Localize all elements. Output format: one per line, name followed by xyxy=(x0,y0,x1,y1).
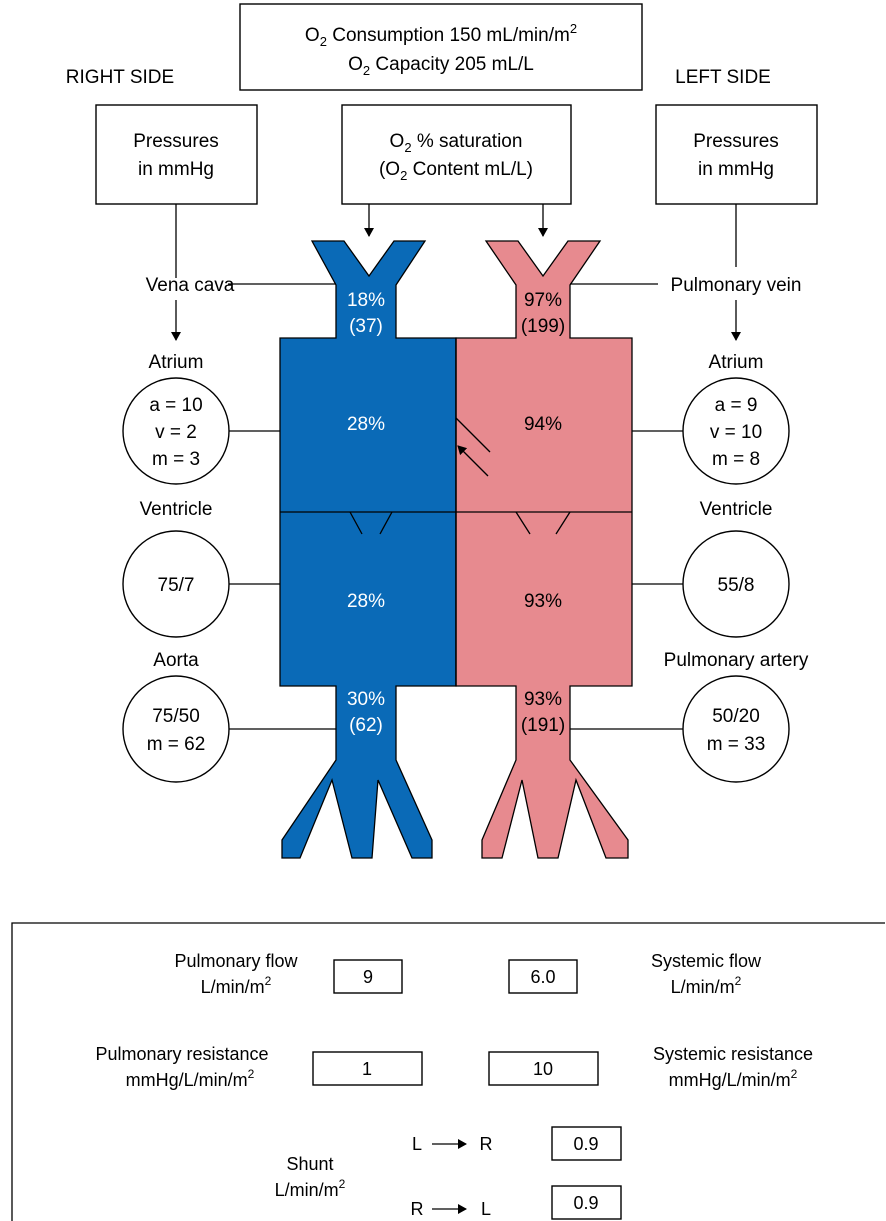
vena-cava-label: Vena cava xyxy=(146,275,235,296)
right-atrium-saturation: 28% xyxy=(347,414,385,435)
right-atrium-v-wave: v = 2 xyxy=(155,422,197,443)
shunt-unit: L/min/m2 xyxy=(275,1177,346,1200)
shunt-lr-value: 0.9 xyxy=(573,1134,598,1154)
aorta-mean: m = 62 xyxy=(147,734,206,755)
aorta-pressure: 75/50 xyxy=(152,706,200,727)
right-atrium-a-wave: a = 10 xyxy=(149,395,202,416)
right-ventricle-label: Ventricle xyxy=(140,499,213,520)
pulmonary-artery-label: Pulmonary artery xyxy=(664,650,809,671)
shunt-rl-to: L xyxy=(481,1199,491,1219)
vena-cava-saturation: 18% xyxy=(347,290,385,311)
aorta-saturation: 30% xyxy=(347,689,385,710)
shunt-arrow-left-to-right xyxy=(457,445,489,477)
right-heart-chambers xyxy=(279,240,457,859)
pulmonary-resistance-value-box xyxy=(312,1051,423,1086)
left-atrium-mean: m = 8 xyxy=(712,449,760,470)
left-side-label: LEFT SIDE xyxy=(675,67,771,88)
right-atrium-label: Atrium xyxy=(149,352,204,373)
systemic-resistance-value: 10 xyxy=(533,1059,553,1079)
aorta-pressure-circle xyxy=(122,675,230,783)
oxygen-header-box xyxy=(239,3,643,91)
pulmonary-artery-pressure: 50/20 xyxy=(712,706,760,727)
pulmonary-flow-value: 9 xyxy=(363,967,373,987)
left-pressures-legend-line1: Pressures xyxy=(693,131,779,152)
pulmonary-vein-label: Pulmonary vein xyxy=(671,275,802,296)
left-heart-chambers xyxy=(455,240,633,859)
shunt-lr-to: R xyxy=(480,1134,493,1154)
vena-cava-content: (37) xyxy=(349,316,383,337)
shunt-lr-value-box xyxy=(551,1126,622,1161)
systemic-flow-value-box xyxy=(508,959,578,994)
right-pressures-legend-line1: Pressures xyxy=(133,131,219,152)
left-pressures-legend-box xyxy=(655,104,818,205)
shunt-rl-value-box xyxy=(551,1185,622,1220)
pulmonary-vein-content: (199) xyxy=(521,316,565,337)
left-ventricle-pressure: 55/8 xyxy=(718,575,755,596)
pulmonary-flow-value-box xyxy=(333,959,403,994)
right-side-label: RIGHT SIDE xyxy=(66,67,174,88)
aorta-label: Aorta xyxy=(153,650,199,671)
shunt-rl-from: R xyxy=(411,1199,424,1219)
tricuspid-valve-leaflet-right xyxy=(379,511,393,535)
saturation-legend-line2: (O2 Content mL/L) xyxy=(379,159,533,183)
shunt-lr-from: L xyxy=(412,1134,422,1154)
systemic-resistance-unit: mmHg/L/min/m2 xyxy=(669,1067,798,1090)
shunt-line xyxy=(455,417,491,453)
shunt-label: Shunt xyxy=(286,1154,333,1174)
pulmonary-resistance-unit: mmHg/L/min/m2 xyxy=(126,1067,255,1090)
tricuspid-valve-leaflet-left xyxy=(349,511,363,535)
pulmonary-flow-label: Pulmonary flow xyxy=(174,951,298,971)
left-pressures-legend-line2: in mmHg xyxy=(698,159,774,180)
right-ventricle-saturation: 28% xyxy=(347,591,385,612)
pulmonary-artery-content: (191) xyxy=(521,715,565,736)
right-pressures-legend-line2: in mmHg xyxy=(138,159,214,180)
results-panel-border xyxy=(11,922,885,1221)
saturation-legend-line1: O2 % saturation xyxy=(390,131,523,155)
systemic-flow-value: 6.0 xyxy=(530,967,555,987)
pulmonary-resistance-value: 1 xyxy=(362,1059,372,1079)
aorta-content: (62) xyxy=(349,715,383,736)
left-ventricle-label: Ventricle xyxy=(700,499,773,520)
mitral-valve-leaflet-left xyxy=(515,511,531,535)
systemic-resistance-label: Systemic resistance xyxy=(653,1044,813,1064)
right-atrium-mean: m = 3 xyxy=(152,449,200,470)
mitral-valve-leaflet-right xyxy=(555,511,571,535)
right-ventricle-pressure: 75/7 xyxy=(158,575,195,596)
left-atrium-a-wave: a = 9 xyxy=(715,395,758,416)
saturation-legend-box xyxy=(341,104,572,205)
shunt-rl-value: 0.9 xyxy=(573,1193,598,1213)
pulmonary-flow-unit: L/min/m2 xyxy=(201,974,272,997)
left-atrium-v-wave: v = 10 xyxy=(710,422,762,443)
systemic-flow-unit: L/min/m2 xyxy=(671,974,742,997)
right-pressures-legend-box xyxy=(95,104,258,205)
systemic-resistance-value-box xyxy=(488,1051,599,1086)
left-atrium-label: Atrium xyxy=(709,352,764,373)
pulmonary-artery-saturation: 93% xyxy=(524,689,562,710)
pulmonary-artery-pressure-circle xyxy=(682,675,790,783)
left-atrium-saturation: 94% xyxy=(524,414,562,435)
pulmonary-vein-saturation: 97% xyxy=(524,290,562,311)
pulmonary-resistance-label: Pulmonary resistance xyxy=(95,1044,268,1064)
oxygen-consumption: O2 Consumption 150 mL/min/m2 xyxy=(305,21,577,49)
pulmonary-artery-mean: m = 33 xyxy=(707,734,766,755)
left-ventricle-saturation: 93% xyxy=(524,591,562,612)
oxygen-capacity: O2 Capacity 205 mL/L xyxy=(348,54,534,78)
systemic-flow-label: Systemic flow xyxy=(651,951,762,971)
